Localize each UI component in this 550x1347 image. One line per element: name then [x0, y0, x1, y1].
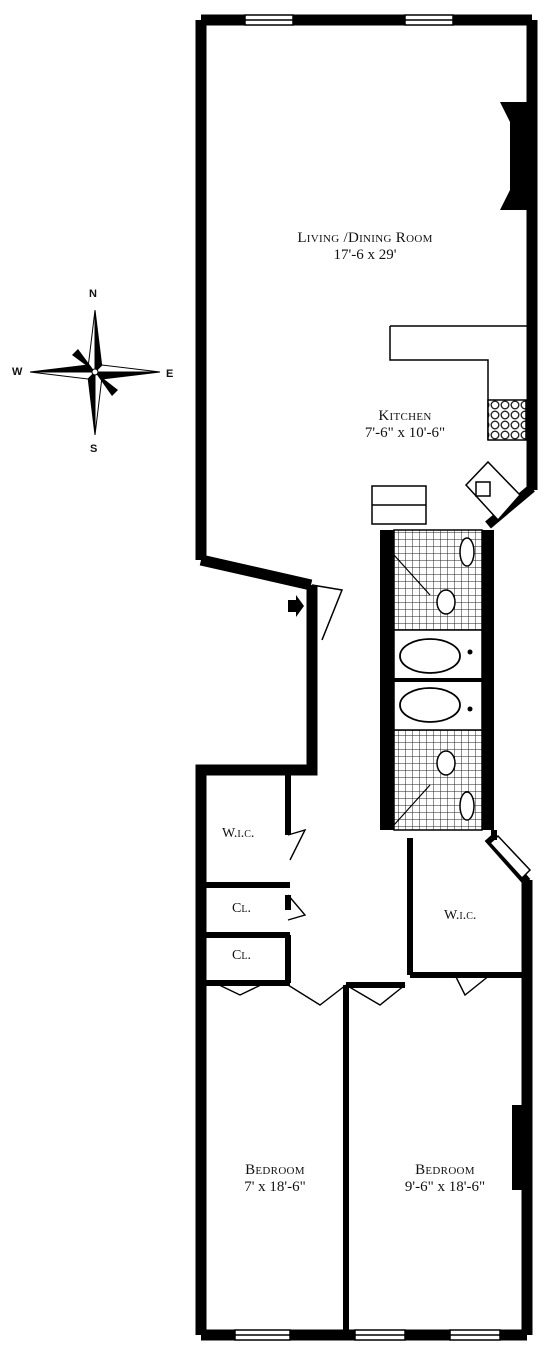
compass-north-label: N: [89, 288, 97, 300]
radiator: [512, 1105, 526, 1190]
entry-arrow-icon: [288, 595, 304, 617]
bathtub: [399, 687, 461, 723]
bedroom-left-label: Bedroom 7' x 18'-6": [215, 1162, 335, 1197]
backsplash-tiles: [487, 399, 527, 441]
compass-west-label: W: [12, 366, 23, 378]
kitchen-label: Kitchen 7'-6" x 10'-6": [335, 408, 475, 443]
door-swings: [214, 828, 491, 1006]
room-dimensions: 17'-6 x 29': [333, 247, 397, 264]
entry-door: [311, 584, 344, 641]
angled-walls: [484, 484, 535, 885]
interior-walls: [201, 770, 527, 1335]
room-name: Living /Dining Room: [297, 230, 433, 246]
windows: [234, 14, 532, 1341]
bedroom-right-label: Bedroom 9'-6" x 18'-6": [375, 1162, 515, 1197]
walk-in-closet-left-label: W.i.c.: [222, 826, 255, 841]
room-name: Kitchen: [378, 408, 432, 424]
toilet: [436, 750, 456, 776]
toilet: [436, 589, 456, 615]
room-name: Bedroom: [245, 1162, 305, 1178]
kitchen-fixtures: [371, 325, 527, 525]
living-dining-room-label: Living /Dining Room 17'-6 x 29': [270, 230, 460, 265]
bathroom-sink: [459, 791, 475, 821]
room-dimensions: 7'-6" x 10'-6": [364, 425, 446, 442]
compass-rose: [29, 309, 161, 436]
room-dimensions: 9'-6" x 18'-6": [404, 1179, 486, 1196]
bathroom-sink: [459, 537, 475, 567]
bathtub: [399, 638, 461, 674]
window: [488, 834, 532, 880]
compass-east-label: E: [166, 368, 174, 380]
room-dimensions: 7' x 18'-6": [244, 1179, 306, 1196]
fireplace: [500, 102, 532, 210]
closet-upper-label: Cl.: [232, 901, 251, 916]
room-name: Bedroom: [415, 1162, 475, 1178]
compass-south-label: S: [90, 443, 98, 455]
kitchen-sink: [464, 460, 522, 522]
walk-in-closet-right-label: W.i.c.: [444, 908, 477, 923]
closet-lower-label: Cl.: [232, 948, 251, 963]
bath-core: [380, 529, 494, 831]
